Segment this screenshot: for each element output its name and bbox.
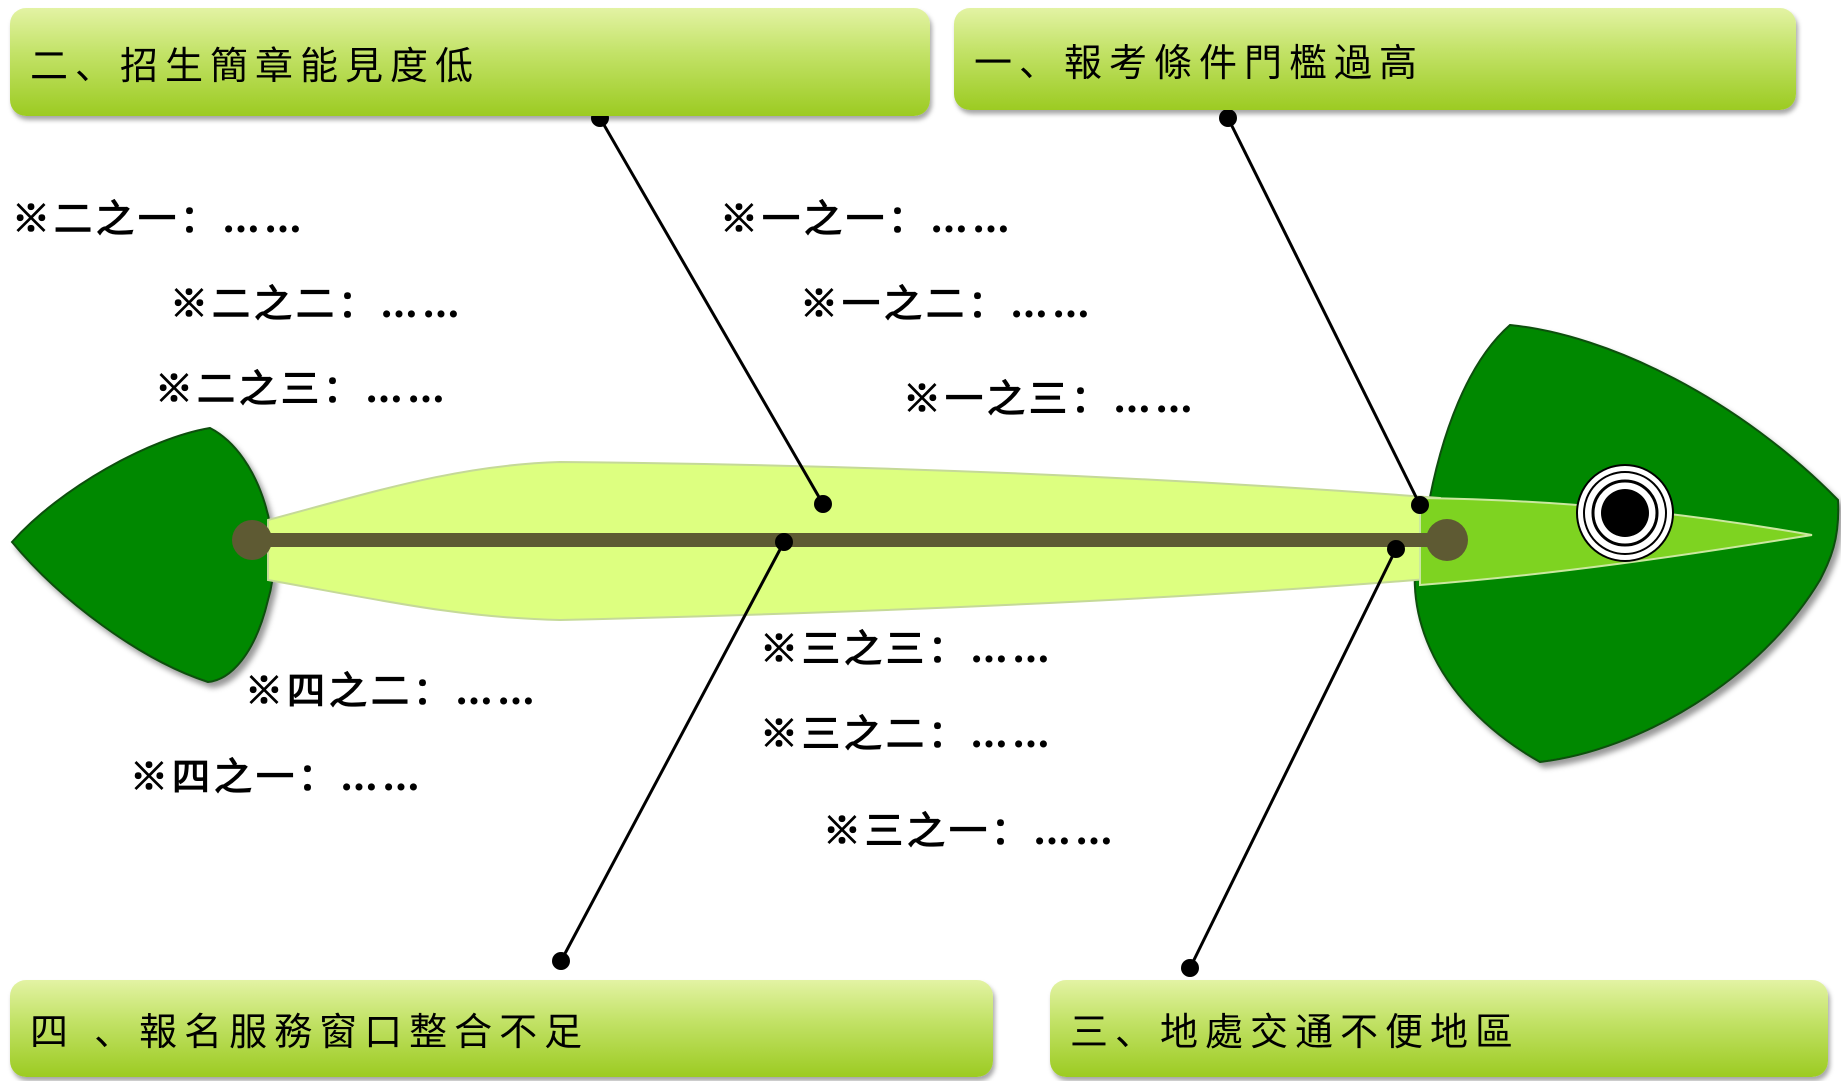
fish-eye (1576, 464, 1674, 562)
spine-end-right (1426, 519, 1468, 561)
category-one-box: 一、報考條件門檻過高 (954, 8, 1796, 110)
item-three-1: ※三之一：…… (823, 808, 1118, 853)
bone-three (1181, 540, 1405, 977)
category-one-title: 一、報考條件門檻過高 (974, 40, 1425, 85)
spine-end-left (232, 520, 272, 560)
bone-four (552, 533, 793, 970)
category-four-title: 四 、報名服務窗口整合不足 (30, 1010, 590, 1054)
category-four-box: 四 、報名服務窗口整合不足 (10, 980, 993, 1077)
item-two-1: ※二之一：…… (12, 196, 307, 241)
category-two-box: 二、招生簡章能見度低 (10, 8, 930, 116)
item-three-2: ※三之二：…… (760, 711, 1055, 756)
item-four-2: ※四之二：…… (245, 668, 540, 713)
item-one-3: ※一之三：…… (903, 376, 1198, 421)
category-two-title: 二、招生簡章能見度低 (30, 43, 481, 88)
item-one-1: ※一之一：…… (720, 196, 1015, 241)
item-three-3: ※三之三：…… (760, 626, 1055, 671)
item-four-1: ※四之一：…… (130, 754, 425, 799)
category-three-box: 三、地處交通不便地區 (1050, 980, 1828, 1077)
item-two-3: ※二之三：…… (155, 366, 450, 411)
fish-tail-fin (10, 426, 275, 684)
bone-two (591, 109, 832, 513)
item-two-2: ※二之二：…… (170, 281, 465, 326)
bone-one (1219, 109, 1429, 514)
item-one-2: ※一之二：…… (800, 281, 1095, 326)
category-three-title: 三、地處交通不便地區 (1070, 1010, 1521, 1054)
